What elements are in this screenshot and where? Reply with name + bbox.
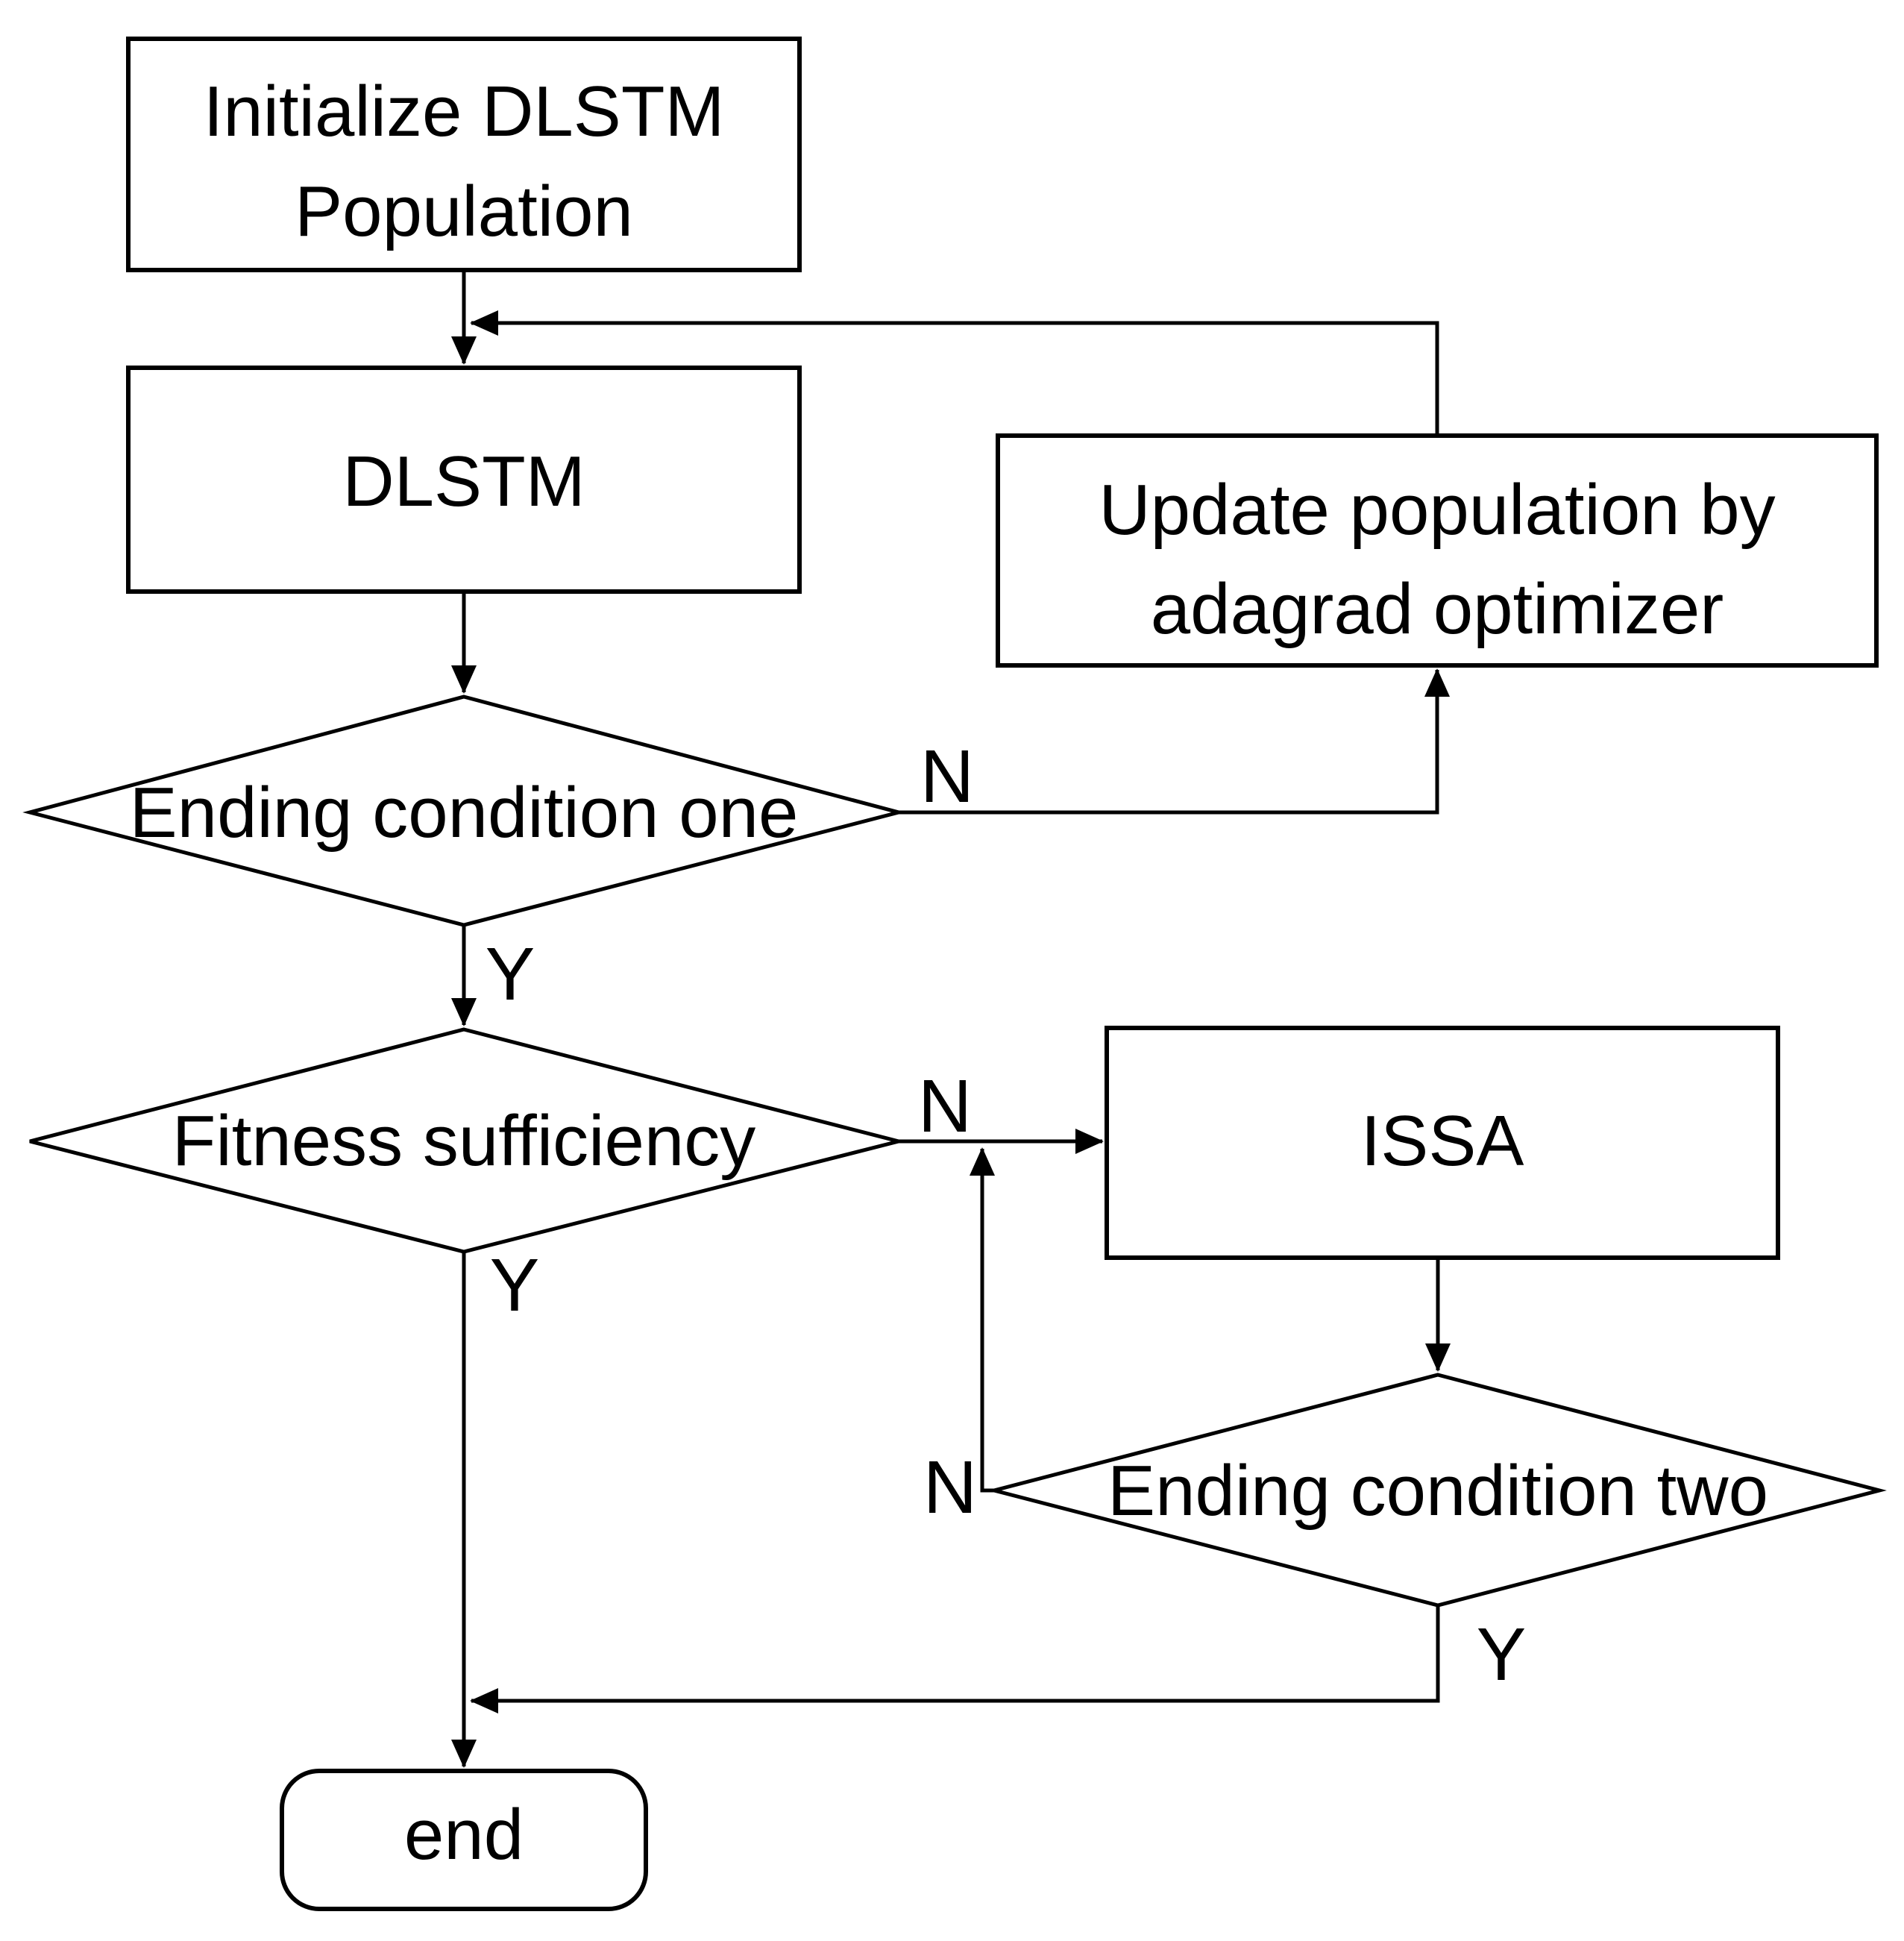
update-population-box xyxy=(996,433,1879,668)
cond2-no-label: N xyxy=(923,1446,977,1529)
edge-cond1-no-to-update xyxy=(899,668,1450,815)
initialize-population-box xyxy=(126,37,802,272)
issa-label: ISSA xyxy=(1361,1101,1524,1181)
ending-condition-one-diamond xyxy=(22,694,906,927)
fitness-sufficiency-label: Fitness sufficiency xyxy=(172,1101,756,1181)
edge-cond2-yes-to-merge xyxy=(470,1605,1440,1713)
cond1-yes-label: Y xyxy=(486,932,535,1016)
node-issa: ISSA xyxy=(1105,1026,1780,1260)
fitness-no-label: N xyxy=(918,1064,972,1148)
end-label: end xyxy=(404,1795,524,1875)
node-ending-condition-one: Ending condition one xyxy=(22,694,906,927)
issa-box xyxy=(1105,1026,1780,1260)
node-initialize-population: Initialize DLSTM Population xyxy=(126,37,802,272)
node-fitness-sufficiency: Fitness sufficiency xyxy=(29,1027,899,1254)
dlstm-label: DLSTM xyxy=(342,442,585,521)
cond2-yes-label: Y xyxy=(1477,1613,1527,1696)
fitness-sufficiency-diamond xyxy=(29,1027,899,1254)
ending-condition-one-label: Ending condition one xyxy=(130,773,799,853)
edge-cond2-no-loop-to-issa xyxy=(970,1147,995,1493)
end-terminator xyxy=(280,1769,648,1911)
edge-update-to-dlstm-junction xyxy=(470,310,1439,436)
update-population-label-line1: Update population by xyxy=(1099,470,1775,550)
node-dlstm: DLSTM xyxy=(126,366,802,594)
node-ending-condition-two: Ending condition two xyxy=(987,1373,1887,1608)
fitness-yes-label: Y xyxy=(490,1244,540,1327)
initialize-population-label-line2: Population xyxy=(295,172,633,251)
node-end: end xyxy=(280,1769,648,1911)
ending-condition-two-diamond xyxy=(987,1373,1887,1608)
ending-condition-two-label: Ending condition two xyxy=(1107,1451,1768,1531)
node-update-population: Update population by adagrad optimizer xyxy=(996,433,1879,668)
initialize-population-label-line1: Initialize DLSTM xyxy=(204,72,725,151)
update-population-label-line2: adagrad optimizer xyxy=(1151,569,1724,649)
dlstm-box xyxy=(126,366,802,594)
cond1-no-label: N xyxy=(920,735,974,818)
